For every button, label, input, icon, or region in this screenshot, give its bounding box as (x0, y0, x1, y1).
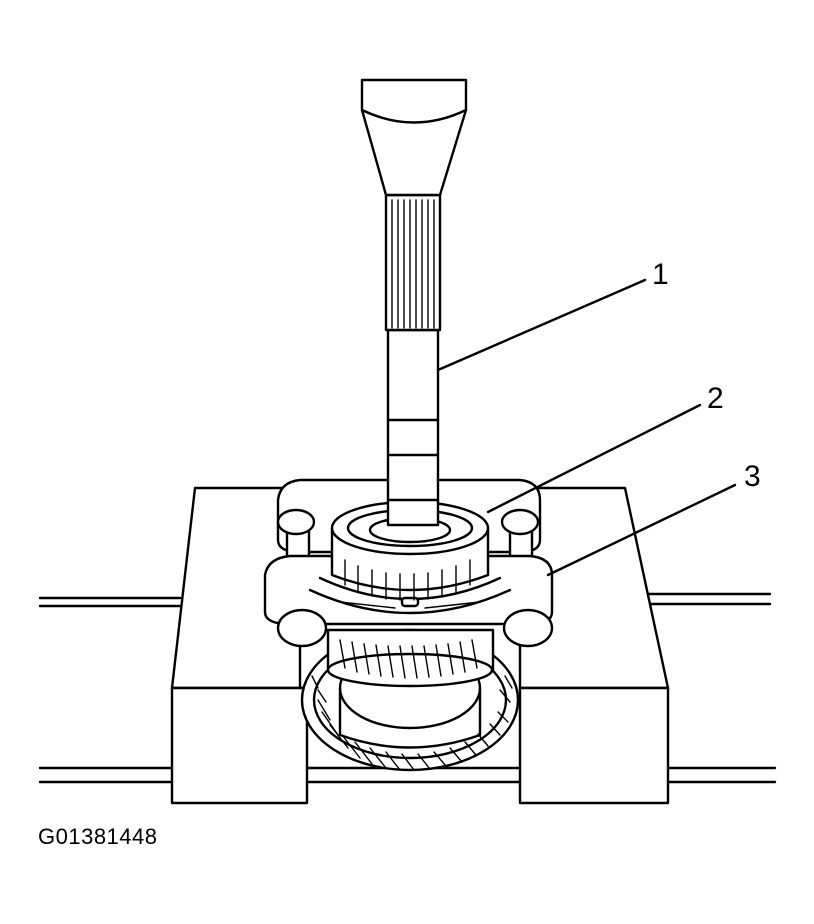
bearing (330, 500, 490, 601)
figure-id: G01381448 (38, 824, 158, 849)
callout-3-label: 3 (744, 460, 761, 493)
press-ram (360, 78, 468, 197)
callout-leaders (436, 278, 737, 577)
callout-2-label: 2 (707, 382, 724, 415)
right-press-block (518, 486, 670, 805)
shaft (384, 193, 442, 527)
middle-gear (326, 628, 495, 688)
callout-1-label: 1 (652, 258, 669, 291)
left-press-block (170, 486, 309, 805)
